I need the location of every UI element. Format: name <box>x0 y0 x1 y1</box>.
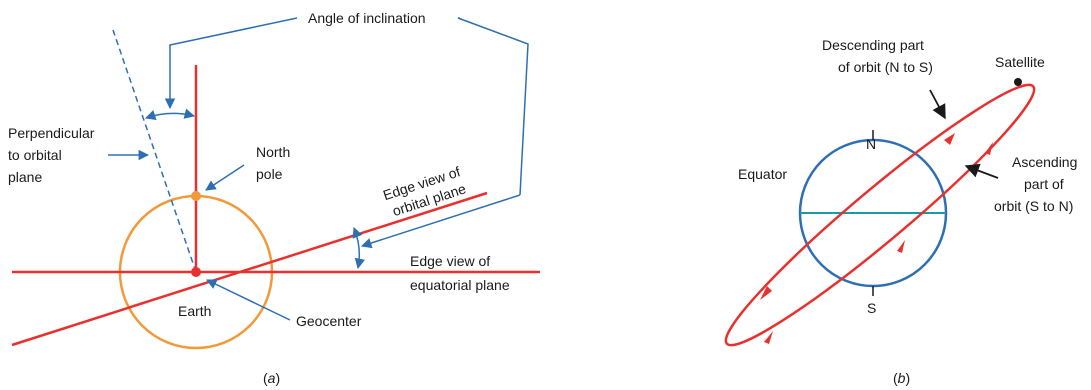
orbit-arrow-descending <box>944 133 955 145</box>
north-pole-label-1: North <box>256 144 290 160</box>
geocenter-label: Geocenter <box>296 313 362 329</box>
diagram-a: Angle of inclination Perpendicular to or… <box>8 10 540 386</box>
north-pole-label-2: pole <box>256 166 283 182</box>
perpendicular-label-1: Perpendicular <box>8 125 95 141</box>
orbital-plane-line <box>12 193 487 345</box>
geocenter-leader <box>207 280 290 320</box>
ascending-leader <box>966 166 998 178</box>
satellite-dot <box>1014 78 1022 86</box>
equator-label: Equator <box>738 166 787 182</box>
satellite-label: Satellite <box>995 54 1045 70</box>
equatorial-plane-label-2: equatorial plane <box>410 277 510 293</box>
south-label: S <box>867 300 876 316</box>
orbit-arrow-front <box>897 240 905 253</box>
perpendicular-label-2: to orbital <box>8 147 62 163</box>
geocenter-dot <box>191 267 201 277</box>
ascending-label-3: orbit (S to N) <box>994 198 1073 214</box>
figure-a-caption: (a) <box>263 370 280 386</box>
perpendicular-label-3: plane <box>8 169 42 185</box>
north-pole-dot <box>191 191 201 201</box>
inclination-arc-top <box>146 113 194 118</box>
descending-leader <box>930 90 945 118</box>
inclination-leader-top <box>170 18 297 108</box>
diagram-b: Descending part of orbit (N to S) Satell… <box>710 37 1077 386</box>
equatorial-plane-label-1: Edge view of <box>410 253 490 269</box>
orbit-arrow-lower-right <box>764 331 773 344</box>
descending-label-2: of orbit (N to S) <box>838 59 933 75</box>
perpendicular-dashed-line <box>113 30 196 272</box>
inclination-bracket <box>458 18 528 195</box>
ascending-label-1: Ascending <box>1012 154 1077 170</box>
descending-label-1: Descending part <box>822 37 924 53</box>
ascending-label-2: part of <box>1024 176 1064 192</box>
angle-of-inclination-label: Angle of inclination <box>308 10 426 26</box>
figure-b-caption: (b) <box>893 370 910 386</box>
north-pole-leader <box>206 165 244 190</box>
orbit-ellipse <box>710 67 1050 364</box>
north-label: N <box>866 136 876 152</box>
earth-label: Earth <box>178 303 211 319</box>
